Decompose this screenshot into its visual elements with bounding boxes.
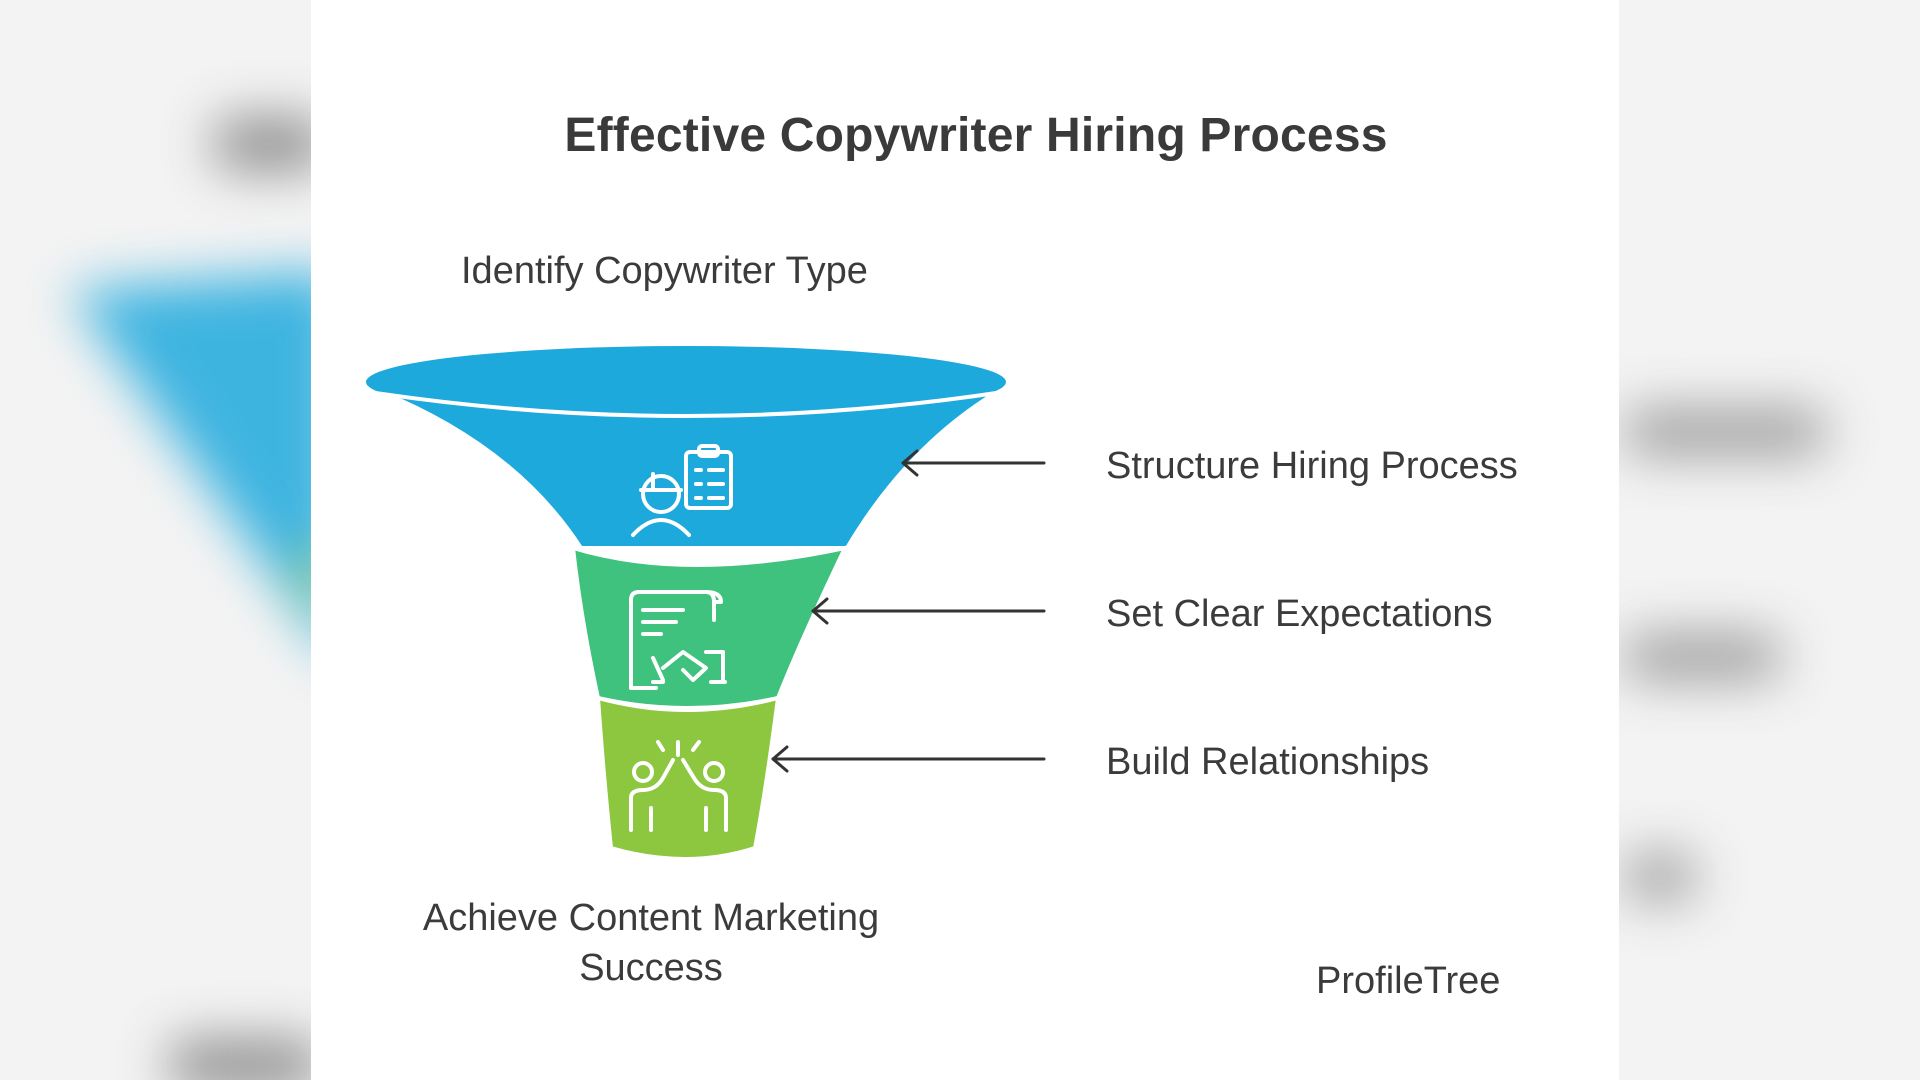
stage-2-label: Set Clear Expectations [1106,593,1493,635]
funnel-top-label: Identify Copywriter Type [461,250,868,292]
blurred-text-block [170,1040,320,1080]
worker-clipboard-icon [631,444,733,537]
brand-watermark: ProfileTree [1316,960,1501,1002]
blurred-text-block [1625,635,1780,679]
arrow-stage-1 [901,449,1046,477]
stage-arrows [771,449,1046,773]
arrow-stage-3 [771,745,1046,773]
stage-3-label: Build Relationships [1106,741,1430,783]
diagram-title: Effective Copywriter Hiring Process [564,109,1388,162]
funnel-rim-inner-line [368,390,1004,418]
funnel-tier-2 [570,545,849,710]
funnel-bottom-label: Achieve Content Marketing Success [422,897,880,989]
contract-handshake-icon [629,590,727,690]
arrow-stage-2 [811,597,1046,625]
funnel-diagram [362,346,1046,861]
blurred-text-block [1625,855,1695,899]
blurred-text-block [1625,410,1825,454]
blurred-text-block [215,118,325,170]
funnel-tier-3 [595,695,781,861]
high-five-icon [629,740,728,832]
blurred-funnel-shape [70,270,340,670]
diagram-card: Effective Copywriter Hiring Process Iden… [311,0,1619,1080]
funnel-rim [366,346,1006,418]
stage-1-label: Structure Hiring Process [1106,445,1518,487]
